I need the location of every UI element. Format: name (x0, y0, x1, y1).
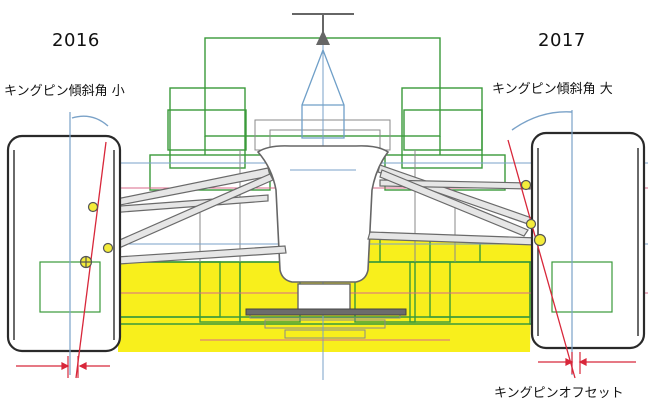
wishbones-left (85, 167, 287, 267)
right-offset-dimension (538, 352, 636, 374)
kingpin-angle-large-label: キングピン傾斜角 大 (492, 82, 613, 97)
nose-and-steering (292, 13, 354, 139)
left-offset-dimension (16, 356, 110, 378)
hub-right (551, 261, 613, 313)
kingpin-angle-small-label: キングピン傾斜角 小 (4, 84, 125, 99)
year-2016-label: 2016 (52, 30, 100, 51)
joints-right (520, 179, 547, 247)
right-angle-arc (511, 111, 573, 131)
right-tire (530, 131, 646, 350)
wishbones-right (367, 164, 539, 246)
joints-left (79, 201, 114, 269)
left-angle-arc (71, 115, 109, 127)
monocoque-bulkhead (256, 145, 390, 283)
left-tire (6, 134, 122, 353)
keel-block (297, 283, 351, 311)
year-2017-label: 2017 (538, 30, 586, 51)
right-kingpin-axis (507, 139, 576, 379)
kingpin-offset-label: キングピンオフセット (494, 386, 624, 401)
plank (245, 308, 407, 316)
